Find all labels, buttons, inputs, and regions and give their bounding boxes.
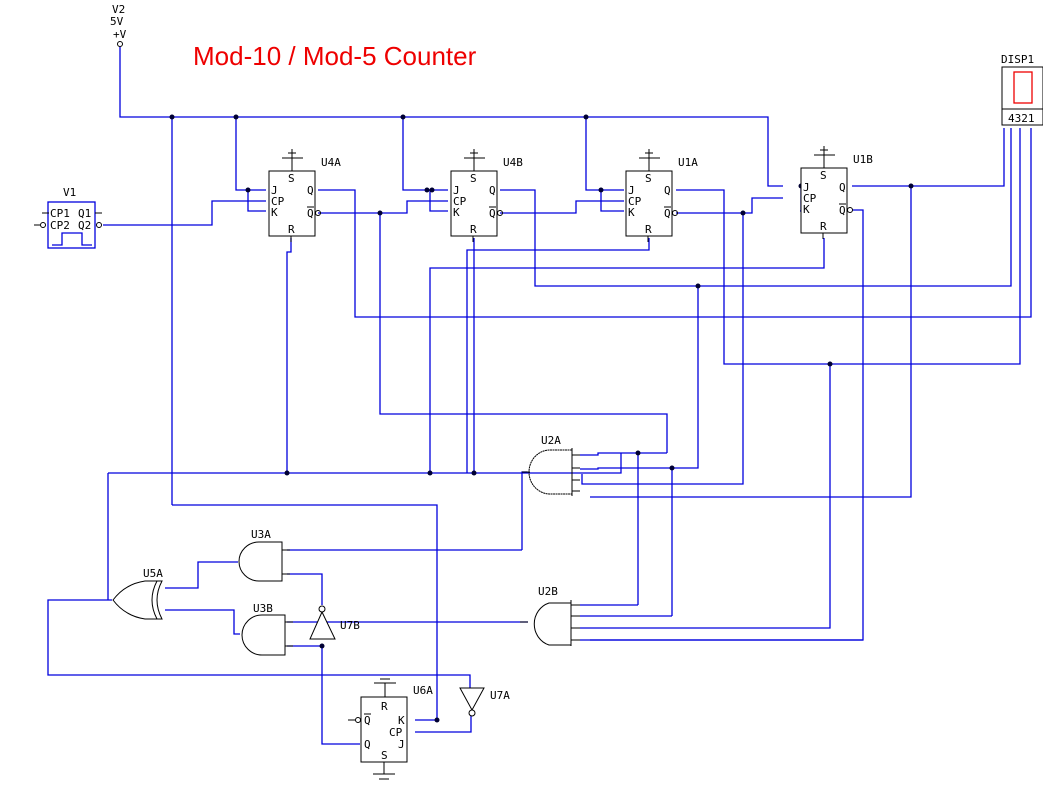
and-gate-u3b[interactable]: U3B: [241, 602, 293, 656]
pin-q-bar: Q: [364, 714, 371, 727]
flipflop-ref: U1A: [678, 156, 698, 169]
pin-q-bar: Q: [839, 204, 846, 217]
pin-cp: CP: [271, 195, 285, 208]
seven-segment-icon: [1013, 71, 1033, 104]
pulse-waveform-icon: [52, 232, 92, 246]
display-ref: DISP1: [1001, 53, 1034, 66]
and-gate-u2b[interactable]: U2B: [520, 585, 580, 646]
pin-j: J: [453, 184, 460, 197]
jk-flipflop-u6a[interactable]: U6A R S Q Q K CP J: [348, 678, 433, 780]
schematic-title: Mod-10 / Mod-5 Counter: [193, 41, 477, 71]
pin-k: K: [398, 714, 405, 727]
flipflop-ref: U4B: [503, 156, 523, 169]
pin-j: J: [398, 738, 405, 751]
pin-cp: CP: [389, 726, 403, 739]
clock-source-v1[interactable]: V1 CP1 Q1 CP2 Q2: [34, 186, 102, 249]
pin-cp: CP: [628, 195, 642, 208]
pin-r: R: [288, 223, 295, 236]
pin-q: Q: [364, 738, 371, 751]
pin-q1: Q1: [78, 207, 91, 220]
power-value-label: 5V: [110, 15, 124, 28]
pin-cp: CP: [803, 192, 817, 205]
gate-ref: U2A: [541, 434, 561, 447]
pin-q-bar: Q: [489, 207, 496, 220]
gate-ref: U7A: [490, 689, 510, 702]
gate-ref: U2B: [538, 585, 558, 598]
wires: [47, 47, 1032, 745]
pin-j: J: [628, 184, 635, 197]
power-pin-label: +V: [113, 28, 127, 41]
jk-flipflop-u4a[interactable]: U4A S J CP K R Q Q: [268, 149, 341, 242]
pin-s: S: [288, 172, 295, 185]
flipflop-ref: U1B: [853, 153, 873, 166]
pin-s: S: [820, 169, 827, 182]
pin-cp2: CP2: [50, 219, 70, 232]
pin-q2: Q2: [78, 219, 91, 232]
pin-r: R: [645, 223, 652, 236]
gate-ref: U7B: [340, 619, 360, 632]
flipflop-ref: U4A: [321, 156, 341, 169]
hex-display-disp1[interactable]: DISP1 4321: [1001, 53, 1043, 126]
pin-s: S: [645, 172, 652, 185]
gate-ref: U3B: [253, 602, 273, 615]
clock-ref-label: V1: [63, 186, 76, 199]
xor-gate-u5a[interactable]: U5A: [112, 567, 163, 620]
pin-r: R: [381, 700, 388, 713]
pin-q: Q: [664, 184, 671, 197]
flipflop-ref: U6A: [413, 684, 433, 697]
power-source-v2[interactable]: V2 5V +V: [110, 3, 127, 47]
pin-j: J: [271, 184, 278, 197]
gate-ref: U5A: [143, 567, 163, 580]
pin-q: Q: [489, 184, 496, 197]
and-gate-u2a[interactable]: U2A: [522, 434, 580, 496]
pin-q-bar: Q: [664, 207, 671, 220]
inversion-bubble-icon: [468, 709, 476, 717]
pin-cp: CP: [453, 195, 467, 208]
power-ref-label: V2: [112, 3, 125, 16]
inverter-u7a[interactable]: U7A: [459, 687, 510, 717]
pin-q: Q: [307, 184, 314, 197]
pin-k: K: [271, 206, 278, 219]
jk-flipflop-u1a[interactable]: U1A S J CP K R Q Q: [625, 149, 698, 242]
jk-flipflop-u4b[interactable]: U4B S J CP K R Q Q: [450, 149, 523, 242]
display-pin-labels: 4321: [1008, 112, 1035, 125]
jk-flipflop-u1b[interactable]: U1B S J CP K R Q Q: [800, 146, 873, 239]
pin-s: S: [470, 172, 477, 185]
pin-q-bar: Q: [307, 207, 314, 220]
pin-q: Q: [839, 181, 846, 194]
pin-j: J: [803, 181, 810, 194]
pin-r: R: [470, 223, 477, 236]
pin-cp1: CP1: [50, 207, 70, 220]
gate-ref: U3A: [251, 528, 271, 541]
pin-s: S: [381, 749, 388, 762]
inverter-u7b[interactable]: U7B: [309, 605, 360, 640]
pin-k: K: [628, 206, 635, 219]
inversion-bubble-icon: [318, 605, 326, 613]
and-gate-u3a[interactable]: U3A: [238, 528, 290, 582]
pin-r: R: [820, 220, 827, 233]
pin-k: K: [803, 203, 810, 216]
pin-k: K: [453, 206, 460, 219]
power-terminal-icon: [117, 41, 123, 47]
